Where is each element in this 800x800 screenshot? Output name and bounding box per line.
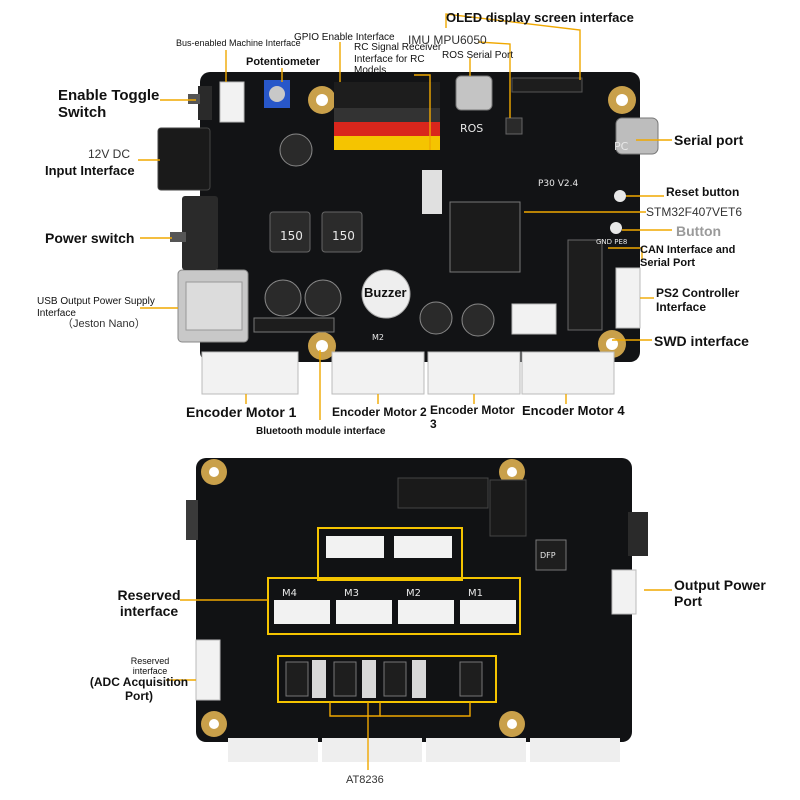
label-mcu: STM32F407VET6 <box>646 205 743 219</box>
ros-usb-port <box>455 75 493 111</box>
encoder1-connector <box>201 351 299 395</box>
silk-m1: M1 <box>468 588 483 599</box>
dc-jack <box>157 127 211 191</box>
label-gpio-enable: GPIO Enable Interface <box>294 32 395 43</box>
capacitor <box>279 133 313 167</box>
label-power-switch: Power switch <box>45 230 135 246</box>
label-buzzer: Buzzer <box>364 285 407 300</box>
bus-servo-connector <box>219 81 245 123</box>
label-dc-input-2: Input Interface <box>45 163 135 178</box>
silk-model: P30 V2.4 <box>538 179 578 189</box>
label-driver: AT8236 <box>346 774 384 786</box>
label-dc-input-1: 12V DC <box>88 147 131 161</box>
silk-pins: GND PE8 <box>596 238 627 246</box>
label-reserved: Reserved interface <box>117 587 181 620</box>
label-usb-output-2: （Jeston Nano） <box>62 318 146 330</box>
silk-m2: M2 <box>372 333 384 342</box>
toggle-switch-body <box>198 86 212 120</box>
label-bus-servo: Bus-enabled Machine Interface <box>176 38 301 48</box>
label-ros-serial: ROS Serial Port <box>442 50 514 61</box>
label-usb-output-1: USB Output Power Supply Interface <box>37 296 155 319</box>
label-reset: Reset button <box>666 185 740 199</box>
top-board: ROS PC P30 V2.4 150 150 M2 GND PE8 <box>157 72 659 395</box>
label-ps2: PS2 Controller Interface <box>656 286 740 314</box>
buzzer-part <box>361 269 411 319</box>
imu-chip <box>505 117 523 135</box>
output-power-connector <box>611 569 637 615</box>
silk-ic: DFP <box>540 551 556 560</box>
driver-outline <box>277 655 497 703</box>
mcu-chip <box>449 201 521 273</box>
label-swd: SWD interface <box>654 333 749 349</box>
encoder2-connector <box>331 351 425 395</box>
dip-switch <box>422 170 442 214</box>
reset-button-part <box>614 190 626 202</box>
label-encoder1: Encoder Motor 1 <box>186 404 297 420</box>
capacitor <box>264 279 302 317</box>
capacitor <box>419 301 453 335</box>
encoder3-connector <box>427 351 521 395</box>
silk-inductor: 150 <box>280 229 303 243</box>
silk-m3: M3 <box>344 588 359 599</box>
power-switch-body <box>182 196 218 270</box>
inductor <box>269 211 311 253</box>
silk-m4: M4 <box>282 588 297 599</box>
bottom-board: M4 M3 M2 M1 DFP <box>186 458 648 762</box>
label-encoder2: Encoder Motor 2 <box>332 405 427 419</box>
label-button: Button <box>676 223 722 239</box>
label-bluetooth: Bluetooth module interface <box>256 426 386 437</box>
label-output-power: Output Power Port <box>674 577 766 610</box>
label-potentiometer: Potentiometer <box>246 56 320 68</box>
gpio-headers <box>334 82 440 150</box>
label-adc-1: Reserved interface <box>130 656 170 677</box>
silk-inductor-2: 150 <box>332 229 355 243</box>
ps2-connector <box>615 267 641 329</box>
label-can: CAN Interface and Serial Port <box>640 244 736 269</box>
label-encoder3: Encoder Motor 3 <box>430 403 515 431</box>
adc-connector <box>195 639 221 701</box>
oled-header <box>511 77 583 93</box>
label-imu: IMU MPU6050 <box>408 33 487 47</box>
capacitor <box>461 303 495 337</box>
silk-pc: PC <box>614 140 629 153</box>
capacitor <box>304 279 342 317</box>
leader-lines <box>138 13 672 770</box>
label-rc-receiver: RC Signal Receiver Interface for RC Mode… <box>354 42 442 76</box>
label-oled: OLED display screen interface <box>446 10 634 25</box>
serial-usb-port <box>615 117 659 155</box>
encoder4-connector <box>521 351 615 395</box>
label-enable-toggle: Enable Toggle Switch <box>58 87 160 122</box>
label-serial-port: Serial port <box>674 132 744 148</box>
silk-m2b: M2 <box>406 588 421 599</box>
label-adc-2: (ADC Acquisition Port) <box>89 675 189 703</box>
silk-ros: ROS <box>460 122 483 135</box>
can-header <box>567 239 603 331</box>
bluetooth-header <box>253 317 335 333</box>
label-encoder4: Encoder Motor 4 <box>522 403 625 418</box>
reserved-outline <box>317 527 463 581</box>
motor-outline <box>267 577 521 635</box>
swd-connector <box>511 303 557 335</box>
user-button-part <box>610 222 622 234</box>
inductor <box>321 211 363 253</box>
